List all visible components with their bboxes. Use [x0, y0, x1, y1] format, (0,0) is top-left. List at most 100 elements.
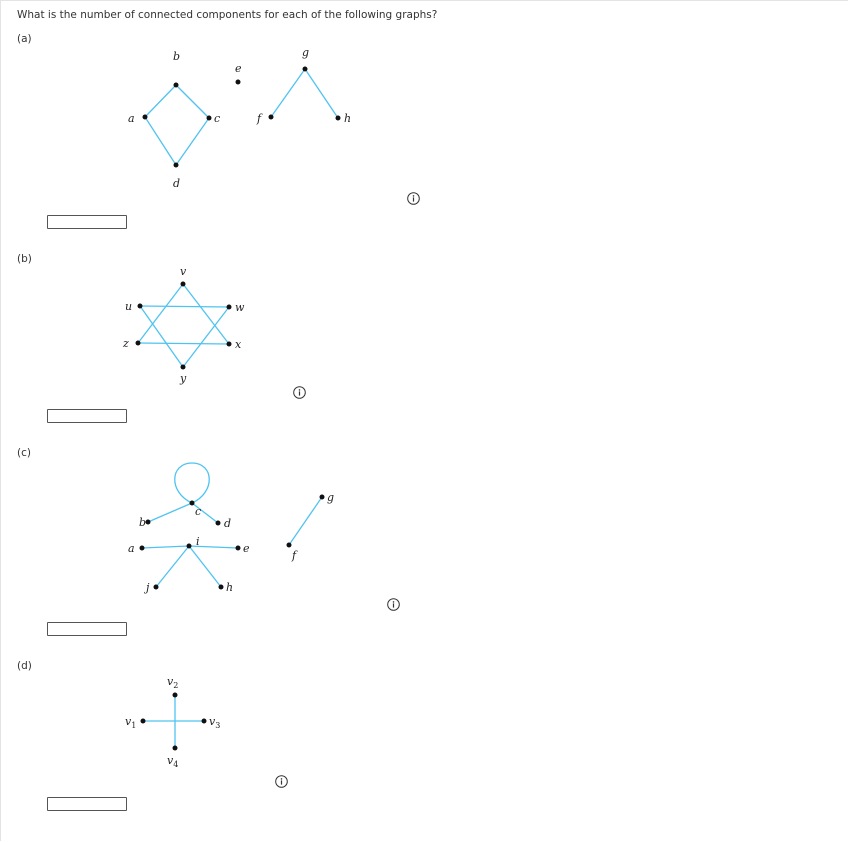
- vertex-d: [173, 162, 179, 168]
- vertex-u: [137, 303, 143, 309]
- answer-b-input[interactable]: [47, 409, 127, 423]
- edge-f-g: [270, 68, 306, 118]
- graph-a-vertices: [142, 66, 341, 168]
- edge-i-e: [188, 545, 239, 549]
- vertex-j: [153, 584, 159, 590]
- answer-c-input[interactable]: [47, 622, 127, 636]
- vertex-d: [215, 520, 221, 526]
- graph-b-labels: u v w x y z: [122, 265, 245, 385]
- label-e: e: [243, 542, 250, 555]
- label-v2: v2: [167, 675, 178, 690]
- edge-w-y: [182, 306, 230, 368]
- label-v: v: [180, 265, 187, 278]
- label-h: h: [344, 112, 351, 125]
- graph-a-edges: [144, 68, 339, 166]
- label-b: b: [139, 516, 146, 529]
- label-f: f: [291, 549, 298, 562]
- vertex-f: [286, 542, 292, 548]
- answer-a-input[interactable]: [47, 215, 127, 229]
- edge-v-z: [137, 283, 184, 344]
- vertex-e: [235, 545, 241, 551]
- vertex-x: [226, 341, 232, 347]
- label-g: g: [327, 491, 334, 504]
- label-e: e: [235, 62, 242, 75]
- vertex-v1: [140, 718, 146, 724]
- info-icon[interactable]: [407, 192, 420, 205]
- graph-a-labels: a b c d e f g h: [128, 46, 351, 190]
- label-c: c: [195, 505, 201, 518]
- edge-b-c: [147, 502, 193, 523]
- answer-d-input[interactable]: [47, 797, 127, 811]
- edge-c-d: [191, 502, 219, 524]
- label-g: g: [302, 46, 309, 59]
- edge-u-y: [139, 305, 184, 368]
- edge-f-g: [288, 496, 323, 546]
- label-z: z: [122, 337, 129, 350]
- vertex-a: [139, 545, 145, 551]
- vertex-v: [180, 281, 186, 287]
- graph-d-labels: v1 v2 v3 v4: [125, 675, 220, 769]
- vertex-b: [173, 82, 179, 88]
- vertex-f: [268, 114, 274, 120]
- label-w: w: [235, 301, 245, 314]
- part-c-label: (c): [17, 447, 31, 459]
- label-v4: v4: [167, 754, 178, 769]
- label-u: u: [125, 300, 132, 313]
- vertex-g: [319, 494, 325, 500]
- edge-i-h: [188, 545, 222, 588]
- vertex-v4: [172, 745, 178, 751]
- graph-d-vertices: [140, 692, 207, 751]
- edge-c-d: [175, 117, 210, 166]
- vertex-c: [189, 500, 195, 506]
- edge-a-b: [144, 84, 177, 118]
- vertex-v3: [201, 718, 207, 724]
- vertex-g: [302, 66, 308, 72]
- edge-d-a: [144, 116, 177, 166]
- label-a: a: [128, 542, 135, 555]
- loop-c: [174, 462, 210, 504]
- vertex-b: [145, 519, 151, 525]
- edge-b-c: [175, 84, 210, 119]
- label-c: c: [214, 112, 220, 125]
- label-f: f: [256, 112, 263, 125]
- info-icon[interactable]: [387, 598, 400, 611]
- vertex-h: [218, 584, 224, 590]
- label-v1: v1: [125, 715, 136, 730]
- vertex-y: [180, 364, 186, 370]
- label-d: d: [224, 517, 231, 530]
- info-icon[interactable]: [293, 386, 306, 399]
- label-d: d: [173, 177, 180, 190]
- vertex-a: [142, 114, 148, 120]
- label-y: y: [179, 372, 187, 385]
- vertex-w: [226, 304, 232, 310]
- vertex-z: [135, 340, 141, 346]
- vertex-v2: [172, 692, 178, 698]
- edge-z-x: [137, 342, 230, 345]
- vertex-h: [335, 115, 341, 121]
- info-icon[interactable]: [275, 775, 288, 788]
- edge-u-w: [139, 305, 230, 308]
- graph-b-edges: [137, 283, 230, 368]
- label-v3: v3: [209, 715, 220, 730]
- edge-v-x: [182, 283, 230, 345]
- part-a-label: (a): [17, 33, 32, 45]
- part-b-label: (b): [17, 253, 32, 265]
- label-h: h: [226, 581, 233, 594]
- label-b: b: [173, 50, 180, 63]
- vertex-c: [206, 115, 212, 121]
- label-a: a: [128, 112, 135, 125]
- edge-i-j: [155, 545, 190, 588]
- vertex-i: [186, 543, 192, 549]
- part-d-label: (d): [17, 660, 32, 672]
- label-j: j: [143, 581, 150, 594]
- edge-a-i: [141, 545, 190, 549]
- question-text: What is the number of connected componen…: [17, 9, 438, 21]
- label-i: i: [196, 535, 200, 548]
- edge-g-h: [304, 68, 339, 119]
- graph-c-edges: [141, 462, 323, 588]
